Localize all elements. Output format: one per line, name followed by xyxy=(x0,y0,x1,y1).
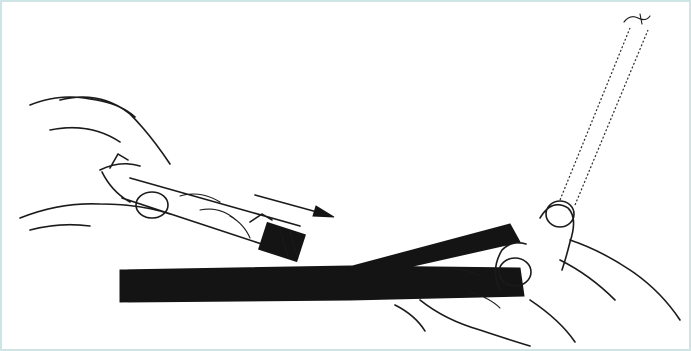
direction-arrow xyxy=(255,195,334,217)
handheld-tool xyxy=(122,178,305,261)
base-bar xyxy=(120,266,524,302)
upright-rod xyxy=(560,14,650,205)
left-hand xyxy=(20,97,170,230)
